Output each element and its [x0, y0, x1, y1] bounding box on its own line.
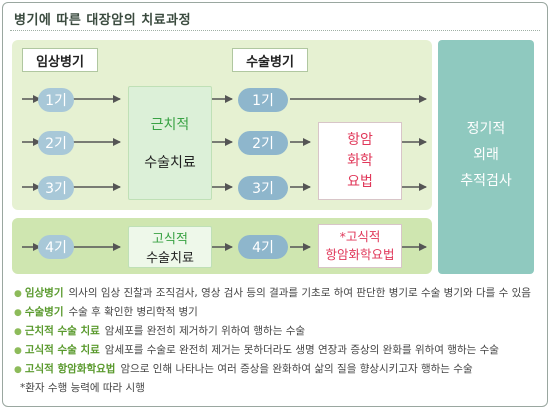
chemo-line1: 항암 [347, 131, 373, 148]
bullet-icon: ● [14, 327, 22, 337]
clinical-stage-2: 2기 [38, 131, 74, 155]
legend-term: 근치적 수술 치료 [24, 325, 100, 337]
legend-desc: 의사의 임상 진찰과 조직검사, 영상 검사 등의 결과를 기초로 하여 판단한… [68, 287, 531, 299]
surgical-stage-label: 수술병기 [232, 48, 308, 72]
surgical-stage-4: 4기 [238, 235, 288, 259]
palliative-surgery-box: 고식적 수술치료 [128, 226, 212, 268]
surgical-stage-1: 1기 [238, 88, 288, 112]
followup-line2: 외래 [473, 147, 499, 163]
palliative-chemo-box: *고식적 항암화학요법 [318, 224, 402, 268]
palliative-chemo-line1: *고식적 [339, 229, 381, 244]
legend-term: 임상병기 [24, 287, 64, 299]
palliative-chemo-line2: 항암화학요법 [325, 247, 395, 262]
chemotherapy-box: 항암 화학 요법 [318, 122, 402, 200]
clinical-stage-4: 4기 [38, 235, 74, 259]
chemo-line3: 요법 [347, 173, 373, 190]
legend-item: ●고식적 항암화학요법 암으로 인해 나타나는 여러 증상을 완화하여 삶의 질을… [14, 360, 544, 379]
followup-line1: 정기적 [466, 121, 506, 137]
followup-line3: 추적검사 [460, 173, 512, 189]
clinical-stage-1: 1기 [38, 88, 74, 112]
radical-surgery-line1: 근치적 [150, 117, 190, 133]
surgical-stage-2: 2기 [238, 131, 288, 155]
diagram-title: 병기에 따른 대장암의 치료과정 [14, 13, 192, 28]
surgical-stage-3: 3기 [238, 176, 288, 200]
bullet-icon: ● [14, 365, 22, 375]
footnote: *환자 수행 능력에 따라 시행 [20, 382, 145, 394]
radical-surgery-line2: 수술치료 [144, 155, 196, 171]
legend-desc: 수술 후 확인한 병리학적 병기 [68, 306, 198, 318]
legend-item: ●고식적 수술 치료 암세포를 수술로 완전히 제거는 못하더라도 생명 연장과 … [14, 341, 544, 360]
legend-desc: 암세포를 완전히 제거하기 위하여 행하는 수술 [104, 325, 306, 337]
legend-term: 수술병기 [24, 306, 64, 318]
legend-item: ●임상병기 의사의 임상 진찰과 조직검사, 영상 검사 등의 결과를 기초로 하… [14, 284, 544, 303]
clinical-stage-label: 임상병기 [22, 48, 98, 72]
bullet-icon: ● [14, 289, 22, 299]
palliative-surgery-line1: 고식적 [152, 232, 188, 247]
legend-term: 고식적 항암화학요법 [24, 363, 116, 375]
chemo-line2: 화학 [347, 152, 373, 169]
legend-desc: 암세포를 수술로 완전히 제거는 못하더라도 생명 연장과 증상의 완화를 위하… [104, 344, 499, 356]
bullet-icon: ● [14, 308, 22, 318]
bullet-icon: ● [14, 346, 22, 356]
clinical-stage-3: 3기 [38, 176, 74, 200]
palliative-surgery-line2: 수술치료 [146, 251, 194, 266]
legend-item: ●근치적 수술 치료 암세포를 완전히 제거하기 위하여 행하는 수술 [14, 322, 544, 341]
legend-item: ●수술병기 수술 후 확인한 병리학적 병기 [14, 303, 544, 322]
radical-surgery-box: 근치적 수술치료 [128, 86, 212, 200]
followup-text: 정기적 외래 추적검사 [438, 110, 534, 200]
title-divider [10, 30, 540, 31]
followup-panel [438, 40, 534, 274]
legend-term: 고식적 수술 치료 [24, 344, 100, 356]
legend-desc: 암으로 인해 나타나는 여러 증상을 완화하여 삶의 질을 향상시키고자 행하는… [120, 363, 473, 375]
